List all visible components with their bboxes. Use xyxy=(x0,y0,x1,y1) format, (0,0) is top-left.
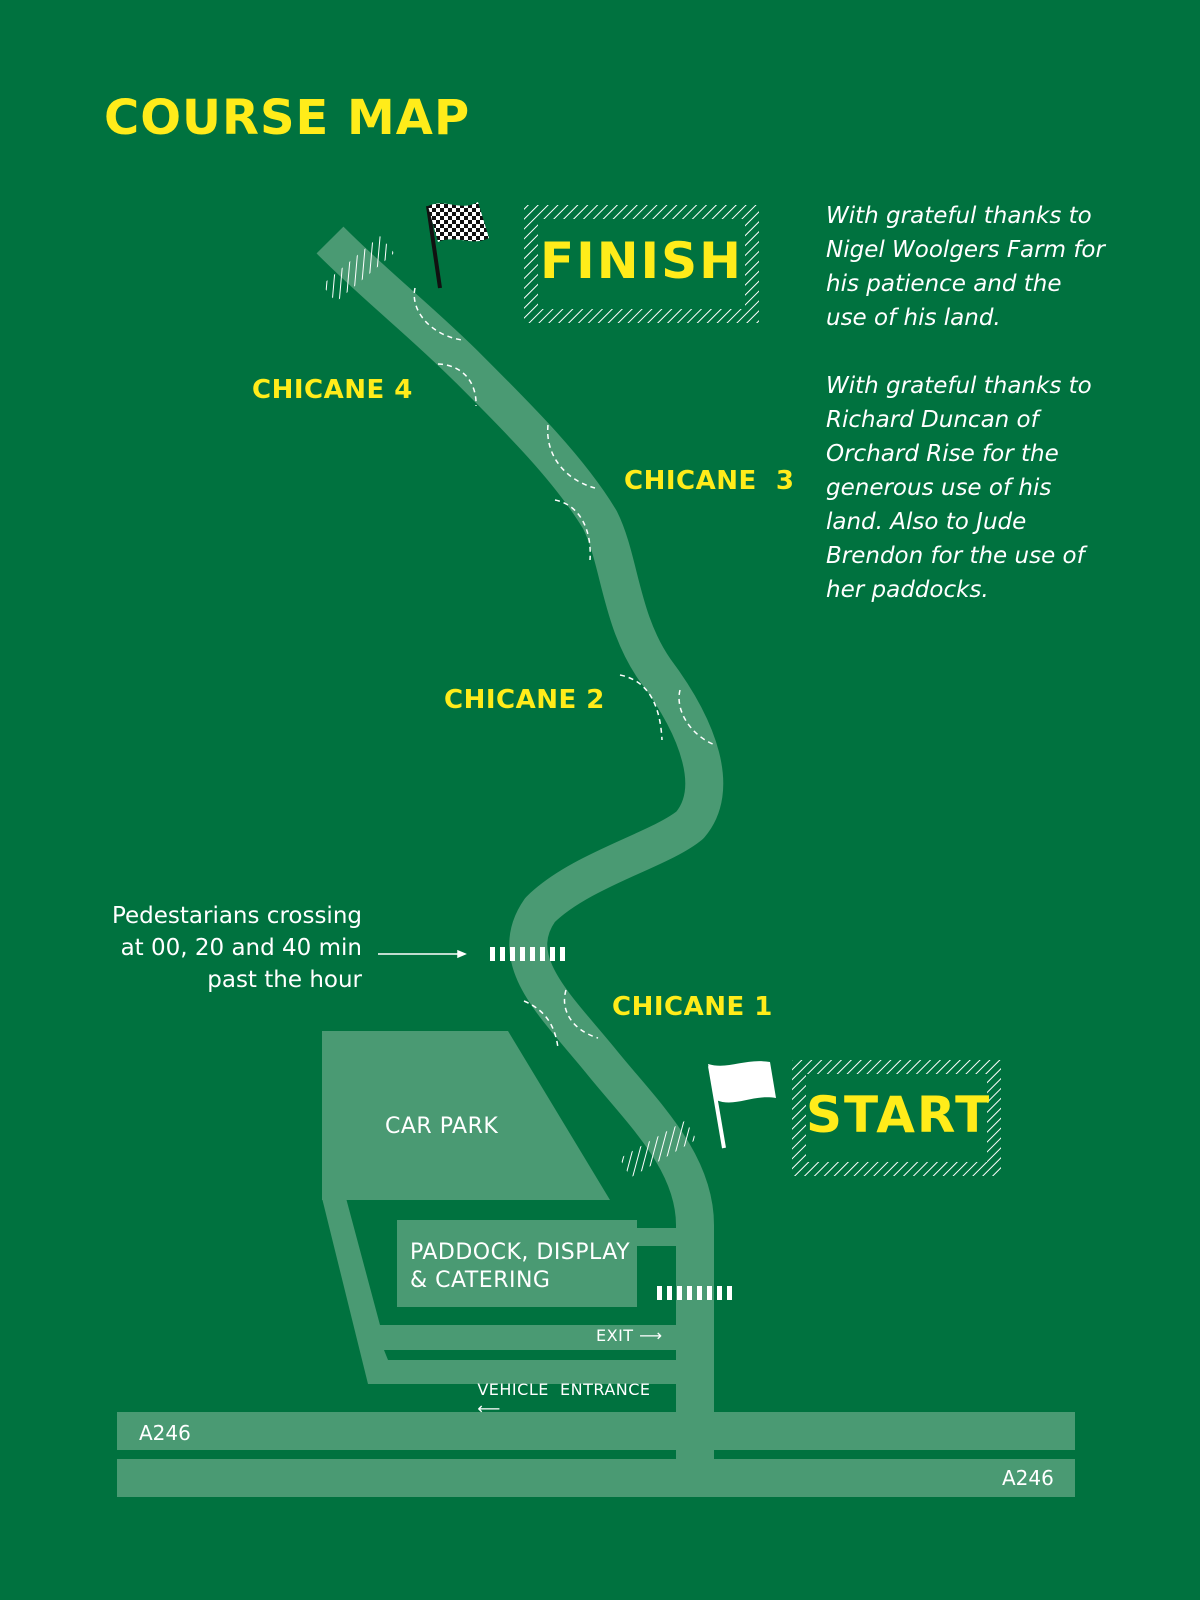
chicane-2-label: CHICANE 2 xyxy=(444,685,605,715)
exit-text: EXIT xyxy=(596,1326,634,1345)
pedestrian-note-line-2: at 00, 20 and 40 min xyxy=(120,935,362,961)
paddock-label-line-1: PADDOCK, DISPLAY xyxy=(410,1240,631,1265)
road-label-upper: A246 xyxy=(139,1421,191,1445)
start-sign-frame xyxy=(792,1060,1001,1176)
chicane-4-label: CHICANE 4 xyxy=(252,375,413,405)
pedestrian-crossing-upper xyxy=(490,947,565,961)
vehicle-entrance-text: VEHICLE ENTRANCE xyxy=(477,1380,651,1399)
car-park-area xyxy=(322,1031,610,1200)
white-flag-icon xyxy=(708,1061,776,1149)
thanks-note-1: With grateful thanks to Nigel Woolgers F… xyxy=(826,203,1105,331)
entrance-arrow-icon: ⟵ xyxy=(477,1399,501,1418)
start-label: START xyxy=(806,1086,992,1144)
checkered-flag-icon xyxy=(426,202,489,289)
start-line xyxy=(619,1120,697,1178)
access-road xyxy=(322,1198,690,1384)
pedestrian-crossing-lower xyxy=(657,1286,732,1300)
exit-label: EXIT ⟶ xyxy=(596,1326,663,1345)
road-a246-lower xyxy=(117,1459,1075,1497)
race-track xyxy=(316,226,724,1497)
road-label-lower: A246 xyxy=(1002,1466,1054,1490)
car-park-label: CAR PARK xyxy=(385,1114,499,1139)
road-a246-upper xyxy=(117,1412,1075,1450)
chicane-markers xyxy=(413,287,716,1049)
page-title: COURSE MAP xyxy=(104,90,471,146)
chicane-1-label: CHICANE 1 xyxy=(612,992,773,1022)
finish-sign-frame xyxy=(524,205,759,323)
vehicle-entrance-label: VEHICLE ENTRANCE ⟵ xyxy=(455,1361,651,1437)
pedestrian-pointer-arrow xyxy=(378,949,467,959)
finish-label: FINISH xyxy=(539,232,744,290)
pedestrian-note-line-3: past the hour xyxy=(207,967,362,993)
paddock-area xyxy=(397,1220,637,1307)
finish-line xyxy=(321,236,395,302)
paddock-label-line-2: & CATERING xyxy=(410,1268,551,1293)
exit-arrow-icon: ⟶ xyxy=(639,1326,663,1345)
chicane-3-label: CHICANE 3 xyxy=(624,466,795,496)
pedestrian-note: Pedestarians crossing at 00, 20 and 40 m… xyxy=(80,900,362,996)
thanks-note-2: With grateful thanks to Richard Duncan o… xyxy=(826,373,1092,603)
pedestrian-note-line-1: Pedestarians crossing xyxy=(111,903,362,929)
